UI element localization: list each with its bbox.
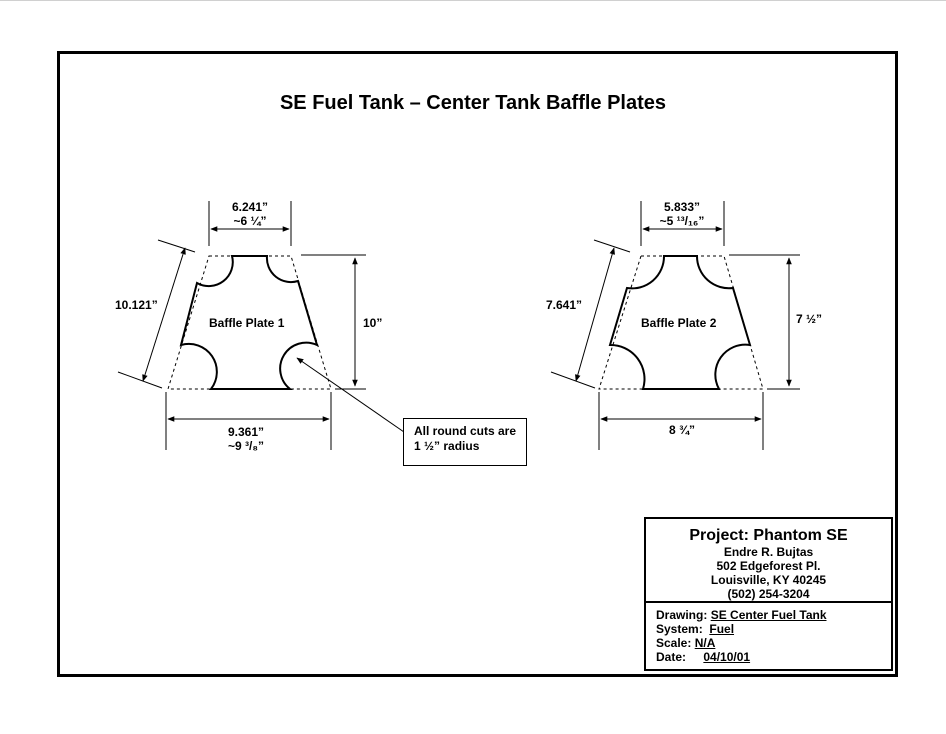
author-city: Louisville, KY 40245 [710,573,827,587]
date-value: 04/10/01 [703,650,751,664]
plate-1-top-dimension: 6.241” [231,200,269,214]
author-name: Endre R. Bujtas [723,545,814,559]
plate-2-dimensions [550,201,800,450]
plate-2-label: Baffle Plate 2 [641,316,717,330]
drawing-title: SE Fuel Tank – Center Tank Baffle Plates [279,92,667,114]
drawing-label: Drawing: [656,608,708,622]
system-row: System: Fuel [656,622,891,636]
system-value: Fuel [709,622,735,636]
plate-1-label: Baffle Plate 1 [209,316,285,330]
scale-row: Scale: N/A [656,636,891,650]
drawing-value: SE Center Fuel Tank [710,608,827,622]
plate-1-height-dimension: 10” [363,316,383,330]
plate-1-dimensions [117,201,366,450]
scale-label: Scale: [656,636,692,650]
date-label: Date: [656,650,687,664]
top-divider [0,0,946,1]
date-row: Date: 04/10/01 [656,650,891,664]
drawing-border [57,51,898,677]
system-label: System: [656,622,703,636]
project-name: Project: Phantom SE [689,527,848,544]
plate-2-height-dimension: 7 ½” [796,312,823,326]
plate-1-bottom-dimension: 9.361” [227,425,265,439]
title-block-header: Project: Phantom SE Endre R. Bujtas 502 … [644,517,893,603]
baffle-plate-1-shape [167,255,332,390]
drawing-row: Drawing: SE Center Fuel Tank [656,608,891,622]
plate-2-bottom-dimension: 8 ¾” [668,423,695,437]
plate-2-top-dimension: 5.833” [663,200,701,214]
plate-1-top-dimension-approx: ~6 ¼” [233,214,267,228]
plate-2-top-dimension-approx: ~5 ¹³/₁₆” [659,214,705,228]
scale-value: N/A [694,636,716,650]
radius-note-line-2: 1 ½” radius [414,439,480,453]
plate-1-side-dimension: 10.121” [115,298,158,312]
title-block-details: Drawing: SE Center Fuel Tank System: Fue… [644,603,893,671]
radius-note: All round cuts are 1 ½” radius [403,418,527,466]
plate-1-bottom-dimension-approx: ~9 ³/₈” [228,439,264,453]
plate-2-side-dimension: 7.641” [546,298,583,312]
author-address: 502 Edgeforest Pl. [716,559,821,573]
author-phone: (502) 254-3204 [727,587,810,601]
radius-note-line-1: All round cuts are [414,424,517,438]
